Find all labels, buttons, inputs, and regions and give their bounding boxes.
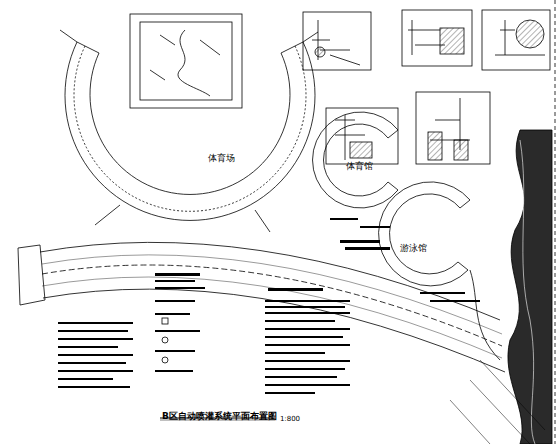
- detail-drawing: [408, 20, 445, 55]
- area-label: 体育场: [208, 153, 235, 163]
- detail-frame: [326, 108, 398, 164]
- road-line: [42, 255, 502, 334]
- road-end: [18, 245, 45, 305]
- inset-site: [140, 22, 232, 100]
- ring-pipe: [74, 46, 306, 211]
- area-label-wrap: 游泳馆: [400, 236, 427, 255]
- drawing-title-wrap: B区自动喷灌系统平面布置图: [162, 404, 277, 423]
- road-edge: [40, 242, 500, 320]
- detail-frame: [303, 12, 371, 70]
- detail-drawing: [495, 20, 545, 55]
- lot-lines: [450, 360, 545, 444]
- detail-frame: [482, 10, 550, 70]
- tree-symbol: [516, 20, 544, 48]
- detail-frame: [402, 10, 472, 66]
- inset-frame: [130, 14, 242, 108]
- road-line: [42, 277, 502, 358]
- gymnasium-outline: [313, 112, 398, 208]
- road-edge: [43, 289, 505, 372]
- area-label-wrap: 体育馆: [346, 154, 373, 173]
- area-label: 游泳馆: [400, 243, 427, 253]
- text-blocks: [58, 218, 480, 394]
- legend-symbols: [162, 318, 168, 363]
- detail-frame: [416, 92, 490, 164]
- drawing-title: B区自动喷灌系统平面布置图: [162, 411, 277, 421]
- ring-edge: [60, 30, 318, 232]
- area-label: 体育馆: [346, 161, 373, 171]
- swimming-outline: [379, 182, 470, 286]
- scale-label: 1:800: [280, 415, 300, 423]
- detail-drawing: [312, 20, 360, 65]
- stadium-ring: [65, 42, 315, 220]
- inset-paths: [150, 30, 220, 96]
- scale-label-wrap: 1:800: [280, 406, 300, 425]
- area-label-wrap: 体育场: [208, 146, 235, 165]
- road-pipe: [42, 265, 502, 346]
- boundary-line: [555, 0, 556, 444]
